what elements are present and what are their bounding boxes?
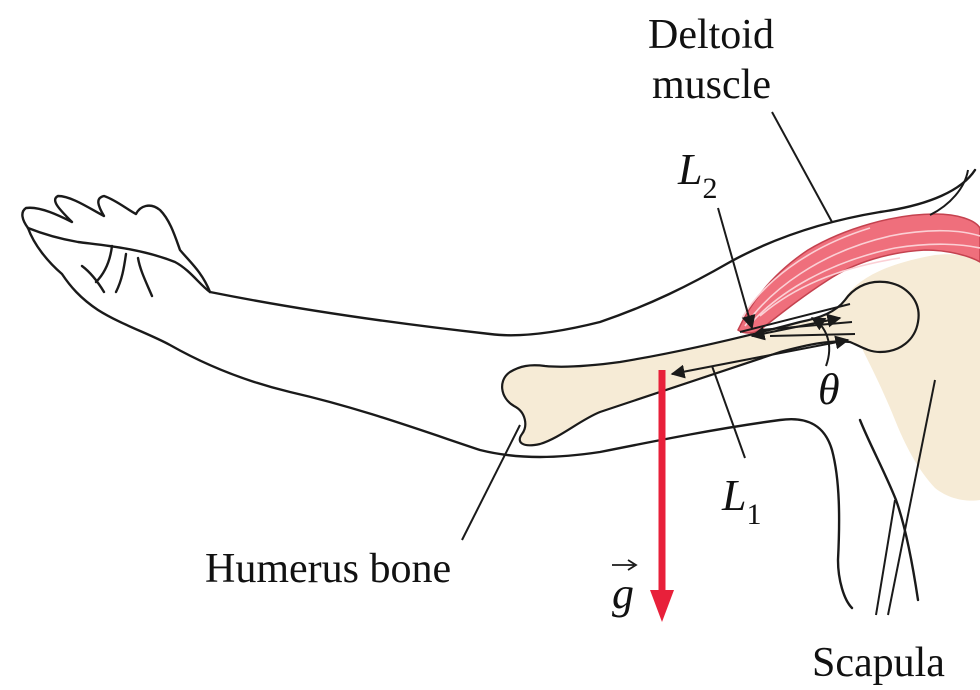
l1-label: L1 <box>721 471 761 531</box>
l2-leader <box>718 208 752 328</box>
l1-leader <box>712 366 745 458</box>
deltoid-label-line2: muscle <box>652 62 771 108</box>
finger-crease <box>82 246 152 296</box>
l1-symbol: L <box>721 471 746 520</box>
humerus-leader <box>462 425 520 540</box>
gravity-arrow-head <box>650 590 674 622</box>
theta-label: θ <box>818 365 840 414</box>
deltoid-leader <box>772 112 832 222</box>
l1-subscript: 1 <box>746 498 761 531</box>
l2-label: L2 <box>677 145 717 205</box>
l2-subscript: 2 <box>702 172 717 205</box>
deltoid-label-line1: Deltoid <box>648 12 774 58</box>
g-label: g <box>612 569 634 618</box>
l2-symbol: L <box>677 145 702 194</box>
humerus-bone <box>502 282 918 446</box>
hand-outline <box>22 196 210 292</box>
scapula-label: Scapula <box>812 640 945 686</box>
humerus-label: Humerus bone <box>205 546 451 592</box>
